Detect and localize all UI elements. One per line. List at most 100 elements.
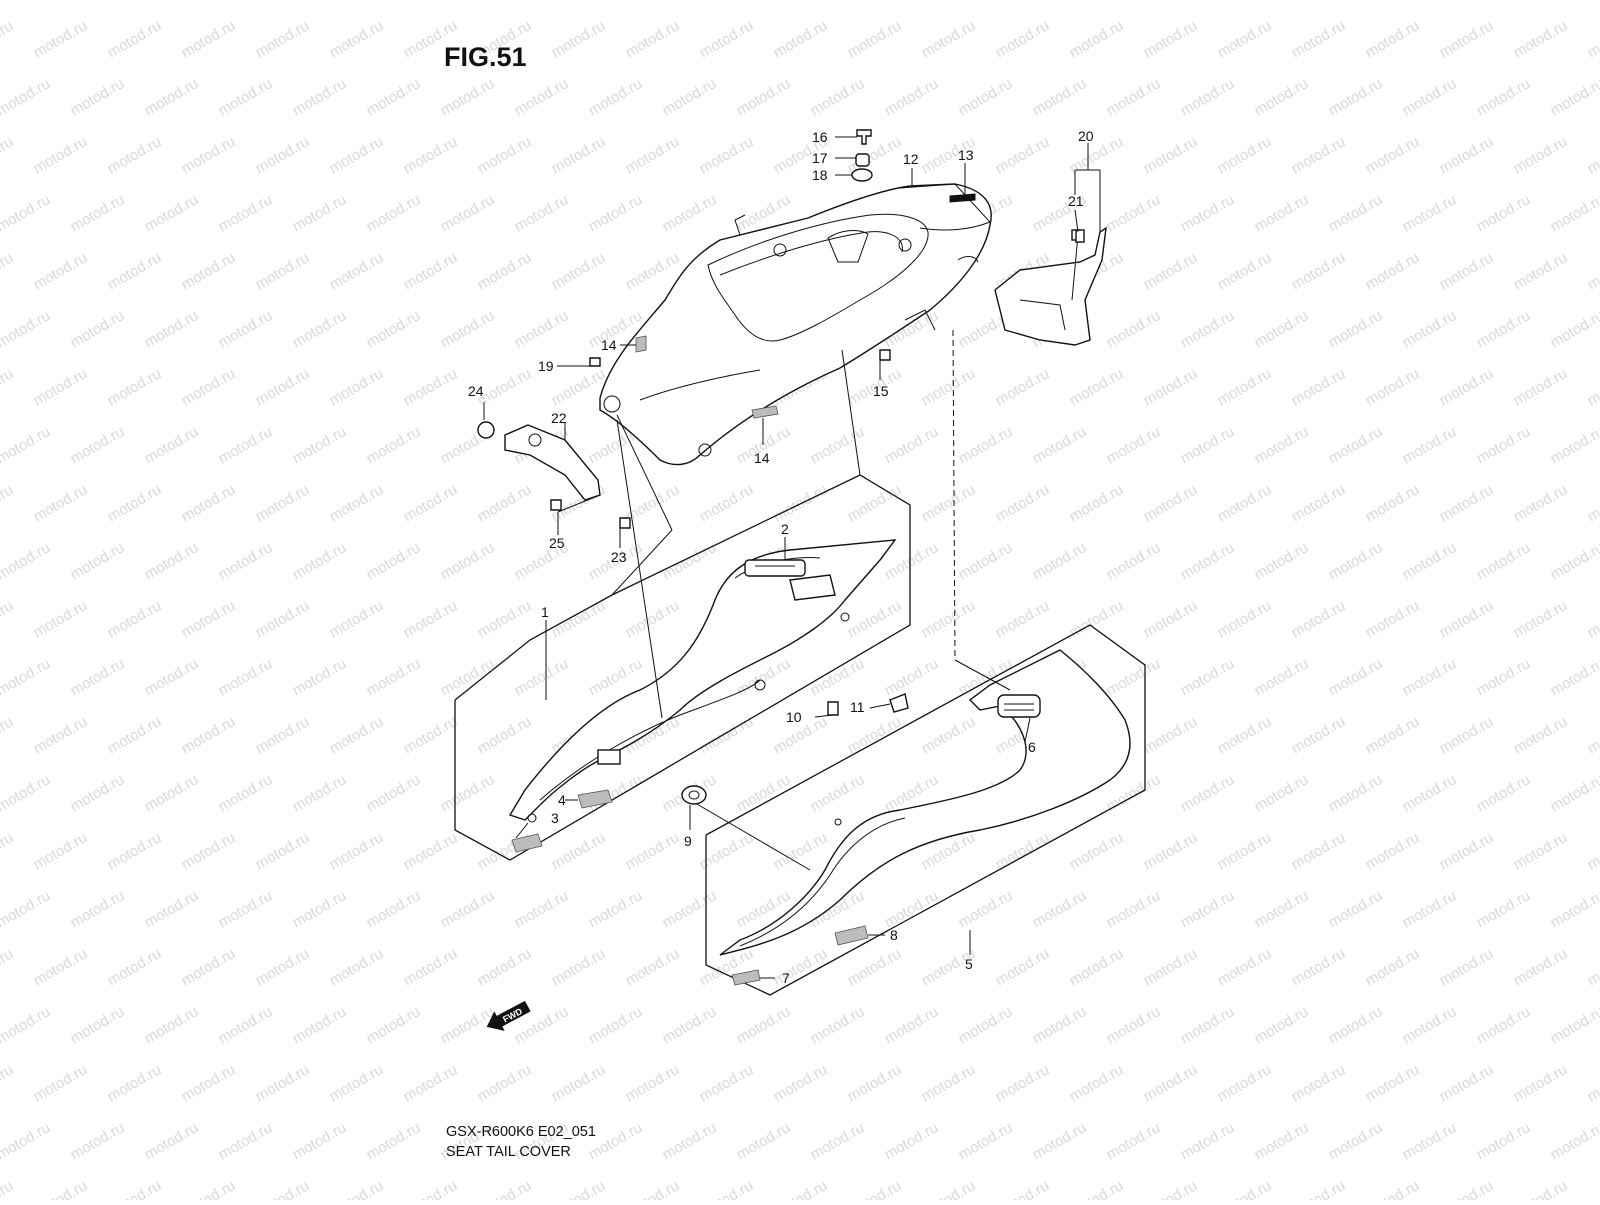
- watermark-text: motod.ru: [0, 249, 16, 293]
- watermark-text: motod.ru: [1363, 17, 1423, 61]
- callout-15: 15: [873, 383, 889, 399]
- watermark-text: motod.ru: [660, 1119, 720, 1163]
- watermark-text: motod.ru: [993, 597, 1053, 641]
- watermark-text: motod.ru: [1326, 539, 1386, 583]
- watermark-text: motod.ru: [1400, 539, 1460, 583]
- watermark-text: motod.ru: [31, 1177, 91, 1200]
- watermark-text: motod.ru: [1363, 829, 1423, 873]
- watermark-text: motod.ru: [1252, 307, 1312, 351]
- watermark-text: motod.ru: [512, 655, 572, 699]
- watermark-text: motod.ru: [1400, 423, 1460, 467]
- watermark-text: motod.ru: [475, 945, 535, 989]
- watermark-text: motod.ru: [364, 1003, 424, 1047]
- watermark-text: motod.ru: [845, 133, 905, 177]
- watermark-text: motod.ru: [68, 191, 128, 235]
- watermark-text: motod.ru: [364, 307, 424, 351]
- watermark-text: motod.ru: [1141, 249, 1201, 293]
- watermark-text: motod.ru: [1178, 1119, 1238, 1163]
- callout-20: 20: [1078, 128, 1094, 144]
- watermark-text: motod.ru: [1474, 191, 1534, 235]
- watermark-text: motod.ru: [31, 365, 91, 409]
- watermark-text: motod.ru: [1511, 481, 1571, 525]
- watermark-text: motod.ru: [1289, 481, 1349, 525]
- watermark-text: motod.ru: [882, 423, 942, 467]
- watermark-text: motod.ru: [1437, 481, 1497, 525]
- section-name: SEAT TAIL COVER: [446, 1144, 571, 1160]
- watermark-text: motod.ru: [549, 133, 609, 177]
- watermark-text: motod.ru: [1437, 249, 1497, 293]
- watermark-text: motod.ru: [1252, 655, 1312, 699]
- watermark-text: motod.ru: [1141, 365, 1201, 409]
- watermark-text: motod.ru: [216, 191, 276, 235]
- watermark-text: motod.ru: [1585, 1177, 1600, 1200]
- watermark-text: motod.ru: [1141, 713, 1201, 757]
- watermark-text: motod.ru: [1252, 75, 1312, 119]
- watermark-text: motod.ru: [216, 1119, 276, 1163]
- watermark-text: motod.ru: [1289, 1177, 1349, 1200]
- watermark-text: motod.ru: [1437, 829, 1497, 873]
- watermark-text: motod.ru: [1067, 829, 1127, 873]
- watermark-text: motod.ru: [1141, 829, 1201, 873]
- watermark-text: motod.ru: [0, 1177, 16, 1200]
- watermark-text: motod.ru: [956, 887, 1016, 931]
- watermark-text: motod.ru: [1511, 597, 1571, 641]
- watermark-text: motod.ru: [1141, 945, 1201, 989]
- watermark-text: motod.ru: [808, 75, 868, 119]
- watermark-text: motod.ru: [1215, 133, 1275, 177]
- watermark-text: motod.ru: [919, 713, 979, 757]
- watermark-text: motod.ru: [142, 655, 202, 699]
- watermark-text: motod.ru: [216, 771, 276, 815]
- watermark-text: motod.ru: [660, 539, 720, 583]
- watermark-text: motod.ru: [1511, 1177, 1571, 1200]
- watermark-text: motod.ru: [1326, 1119, 1386, 1163]
- watermark-text: motod.ru: [290, 655, 350, 699]
- watermark-text: motod.ru: [993, 1177, 1053, 1200]
- watermark-text: motod.ru: [475, 133, 535, 177]
- watermark-text: motod.ru: [1326, 887, 1386, 931]
- watermark-text: motod.ru: [1104, 539, 1164, 583]
- callout-12: 12: [903, 151, 919, 167]
- watermark-text: motod.ru: [586, 0, 646, 3]
- watermark-text: motod.ru: [1030, 423, 1090, 467]
- watermark-text: motod.ru: [1400, 1119, 1460, 1163]
- watermark-text: motod.ru: [0, 365, 16, 409]
- watermark-text: motod.ru: [1067, 1177, 1127, 1200]
- watermark-text: motod.ru: [1215, 945, 1275, 989]
- watermark-text: motod.ru: [808, 1003, 868, 1047]
- watermark-text: motod.ru: [1474, 423, 1534, 467]
- watermark-text: motod.ru: [845, 1061, 905, 1105]
- watermark-text: motod.ru: [216, 423, 276, 467]
- watermark-text: motod.ru: [1104, 1119, 1164, 1163]
- watermark-text: motod.ru: [105, 365, 165, 409]
- watermark-text: motod.ru: [697, 17, 757, 61]
- watermark-text: motod.ru: [475, 1061, 535, 1105]
- watermark-text: motod.ru: [68, 655, 128, 699]
- watermark-text: motod.ru: [1437, 1061, 1497, 1105]
- watermark-text: motod.ru: [401, 481, 461, 525]
- watermark-text: motod.ru: [1585, 597, 1600, 641]
- watermark-text: motod.ru: [845, 481, 905, 525]
- watermark-text: motod.ru: [697, 133, 757, 177]
- watermark-text: motod.ru: [882, 0, 942, 3]
- watermark-text: motod.ru: [1067, 17, 1127, 61]
- watermark-text: motod.ru: [475, 713, 535, 757]
- watermark-text: motod.ru: [438, 75, 498, 119]
- watermark-text: motod.ru: [142, 1003, 202, 1047]
- watermark-text: motod.ru: [549, 945, 609, 989]
- watermark-text: motod.ru: [68, 307, 128, 351]
- watermark-text: motod.ru: [327, 1177, 387, 1200]
- watermark-text: motod.ru: [253, 945, 313, 989]
- watermark-text: motod.ru: [845, 17, 905, 61]
- watermark-text: motod.ru: [0, 887, 53, 931]
- watermark-text: motod.ru: [0, 75, 53, 119]
- watermark-text: motod.ru: [253, 597, 313, 641]
- watermark-text: motod.ru: [993, 481, 1053, 525]
- watermark-text: motod.ru: [1548, 191, 1600, 235]
- watermark-text: motod.ru: [142, 423, 202, 467]
- watermark-text: motod.ru: [771, 1061, 831, 1105]
- watermark-text: motod.ru: [1141, 133, 1201, 177]
- watermark-text: motod.ru: [179, 17, 239, 61]
- watermark-text: motod.ru: [956, 1119, 1016, 1163]
- watermark-text: motod.ru: [401, 1061, 461, 1105]
